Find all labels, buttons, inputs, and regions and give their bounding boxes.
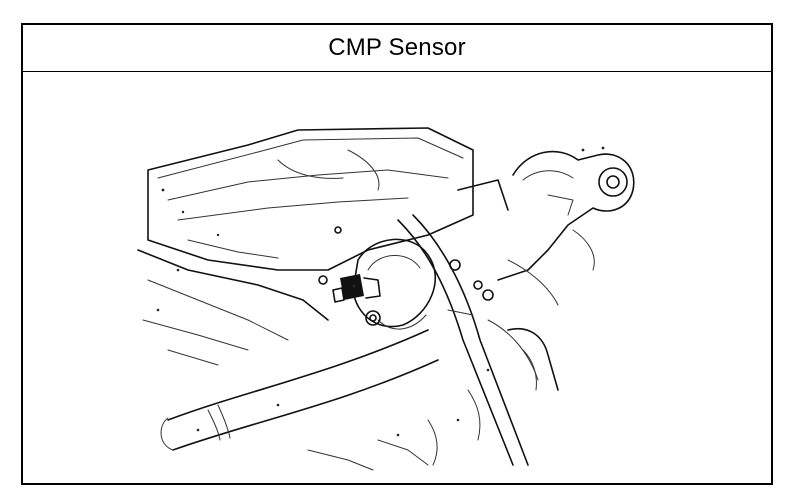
camshaft-housing <box>352 238 437 330</box>
cmp-sensor <box>332 274 381 303</box>
engine-mount-bracket <box>497 146 635 306</box>
bolts <box>318 226 494 301</box>
valve-cover <box>147 127 474 271</box>
engine-illustration <box>128 120 648 480</box>
lower-components <box>307 328 559 471</box>
engine-line-art <box>137 127 635 471</box>
title-bar: CMP Sensor <box>23 25 771 72</box>
vertical-hoses <box>397 179 539 466</box>
engine-block-left <box>137 249 329 366</box>
figure-frame: CMP Sensor <box>21 23 773 485</box>
figure-title: CMP Sensor <box>328 34 466 61</box>
intake-hose <box>160 329 439 451</box>
